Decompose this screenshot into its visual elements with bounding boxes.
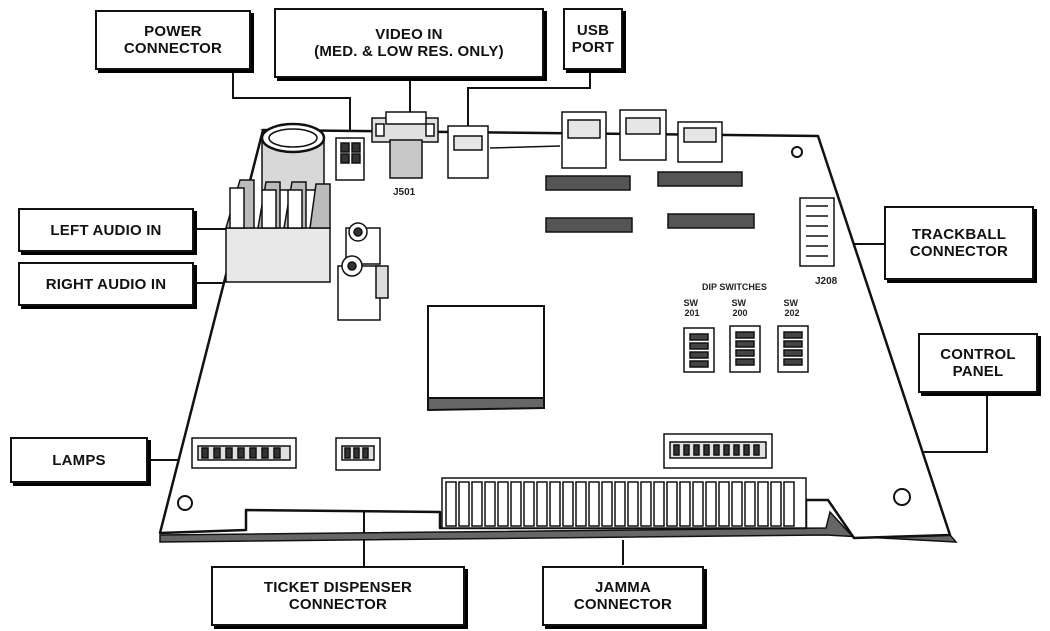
- left-audio-in-callout: LEFT AUDIO IN: [18, 208, 194, 252]
- video-in-callout: VIDEO IN (MED. & LOW RES. ONLY): [274, 8, 544, 78]
- right-audio-jack: [337, 255, 389, 321]
- trackball-line-2: CONNECTOR: [909, 243, 1009, 260]
- right-audio-in-callout: RIGHT AUDIO IN: [18, 262, 194, 306]
- mount-hole: [893, 488, 911, 506]
- j501-label: J501: [393, 187, 416, 198]
- usb-cable: [489, 145, 561, 149]
- power-connector-callout: POWER CONNECTOR: [95, 10, 251, 70]
- lamps-callout: LAMPS: [10, 437, 148, 483]
- jamma-connector-callout: JAMMA CONNECTOR: [542, 566, 704, 626]
- trackball-line-1: TRACKBALL: [911, 226, 1007, 243]
- leader-usb: [467, 72, 591, 126]
- ticket-line-1: TICKET DISPENSER: [263, 579, 413, 596]
- left-audio-label: LEFT AUDIO IN: [50, 221, 162, 239]
- power-line-1: POWER: [144, 23, 202, 40]
- lamps-header: [191, 437, 297, 469]
- sw202-label: SW 202: [783, 298, 800, 318]
- jamma-line-2: CONNECTOR: [573, 596, 673, 613]
- sw201-label: SW 201: [683, 298, 700, 318]
- control-panel-callout: CONTROL PANEL: [918, 333, 1038, 393]
- ticket-header: [335, 437, 381, 471]
- lamps-label: LAMPS: [52, 451, 106, 469]
- power-connector: [335, 137, 365, 181]
- control-panel-header: [663, 433, 773, 469]
- mount-hole: [791, 146, 803, 158]
- usb-line-2: PORT: [571, 39, 615, 56]
- j208-label: J208: [815, 276, 838, 287]
- usb-port: [447, 125, 489, 179]
- power-line-2: CONNECTOR: [123, 40, 223, 57]
- dip-switches-title: DIP SWITCHES: [702, 282, 767, 292]
- jamma-edge-connector: [441, 477, 807, 529]
- dip-switch-sw202: [777, 325, 809, 373]
- leader-power: [232, 70, 351, 136]
- mount-hole: [177, 495, 193, 511]
- usb-port-callout: USB PORT: [563, 8, 623, 70]
- trackball-connector-callout: TRACKBALL CONNECTOR: [884, 206, 1034, 280]
- sw200-label: SW 200: [731, 298, 748, 318]
- control-line-1: CONTROL: [940, 346, 1016, 363]
- left-audio-jack: [345, 222, 381, 265]
- usb-line-1: USB: [576, 22, 610, 39]
- header-strips: [545, 171, 755, 233]
- dip-switch-sw200: [729, 325, 761, 373]
- jamma-line-1: JAMMA: [595, 579, 651, 596]
- video-line-2: (MED. & LOW RES. ONLY): [314, 43, 504, 60]
- video-connector: [371, 111, 439, 179]
- ticket-line-2: CONNECTOR: [288, 596, 388, 613]
- right-audio-label: RIGHT AUDIO IN: [45, 275, 167, 293]
- heat-sink: [225, 179, 331, 283]
- capacitor: [260, 122, 326, 191]
- ticket-dispenser-callout: TICKET DISPENSER CONNECTOR: [211, 566, 465, 626]
- trackball-header: [799, 197, 835, 267]
- dip-switch-sw201: [683, 327, 715, 373]
- video-line-1: VIDEO IN: [375, 26, 443, 43]
- main-chip: [427, 305, 545, 412]
- network-jacks: [561, 109, 723, 169]
- control-line-2: PANEL: [952, 363, 1004, 380]
